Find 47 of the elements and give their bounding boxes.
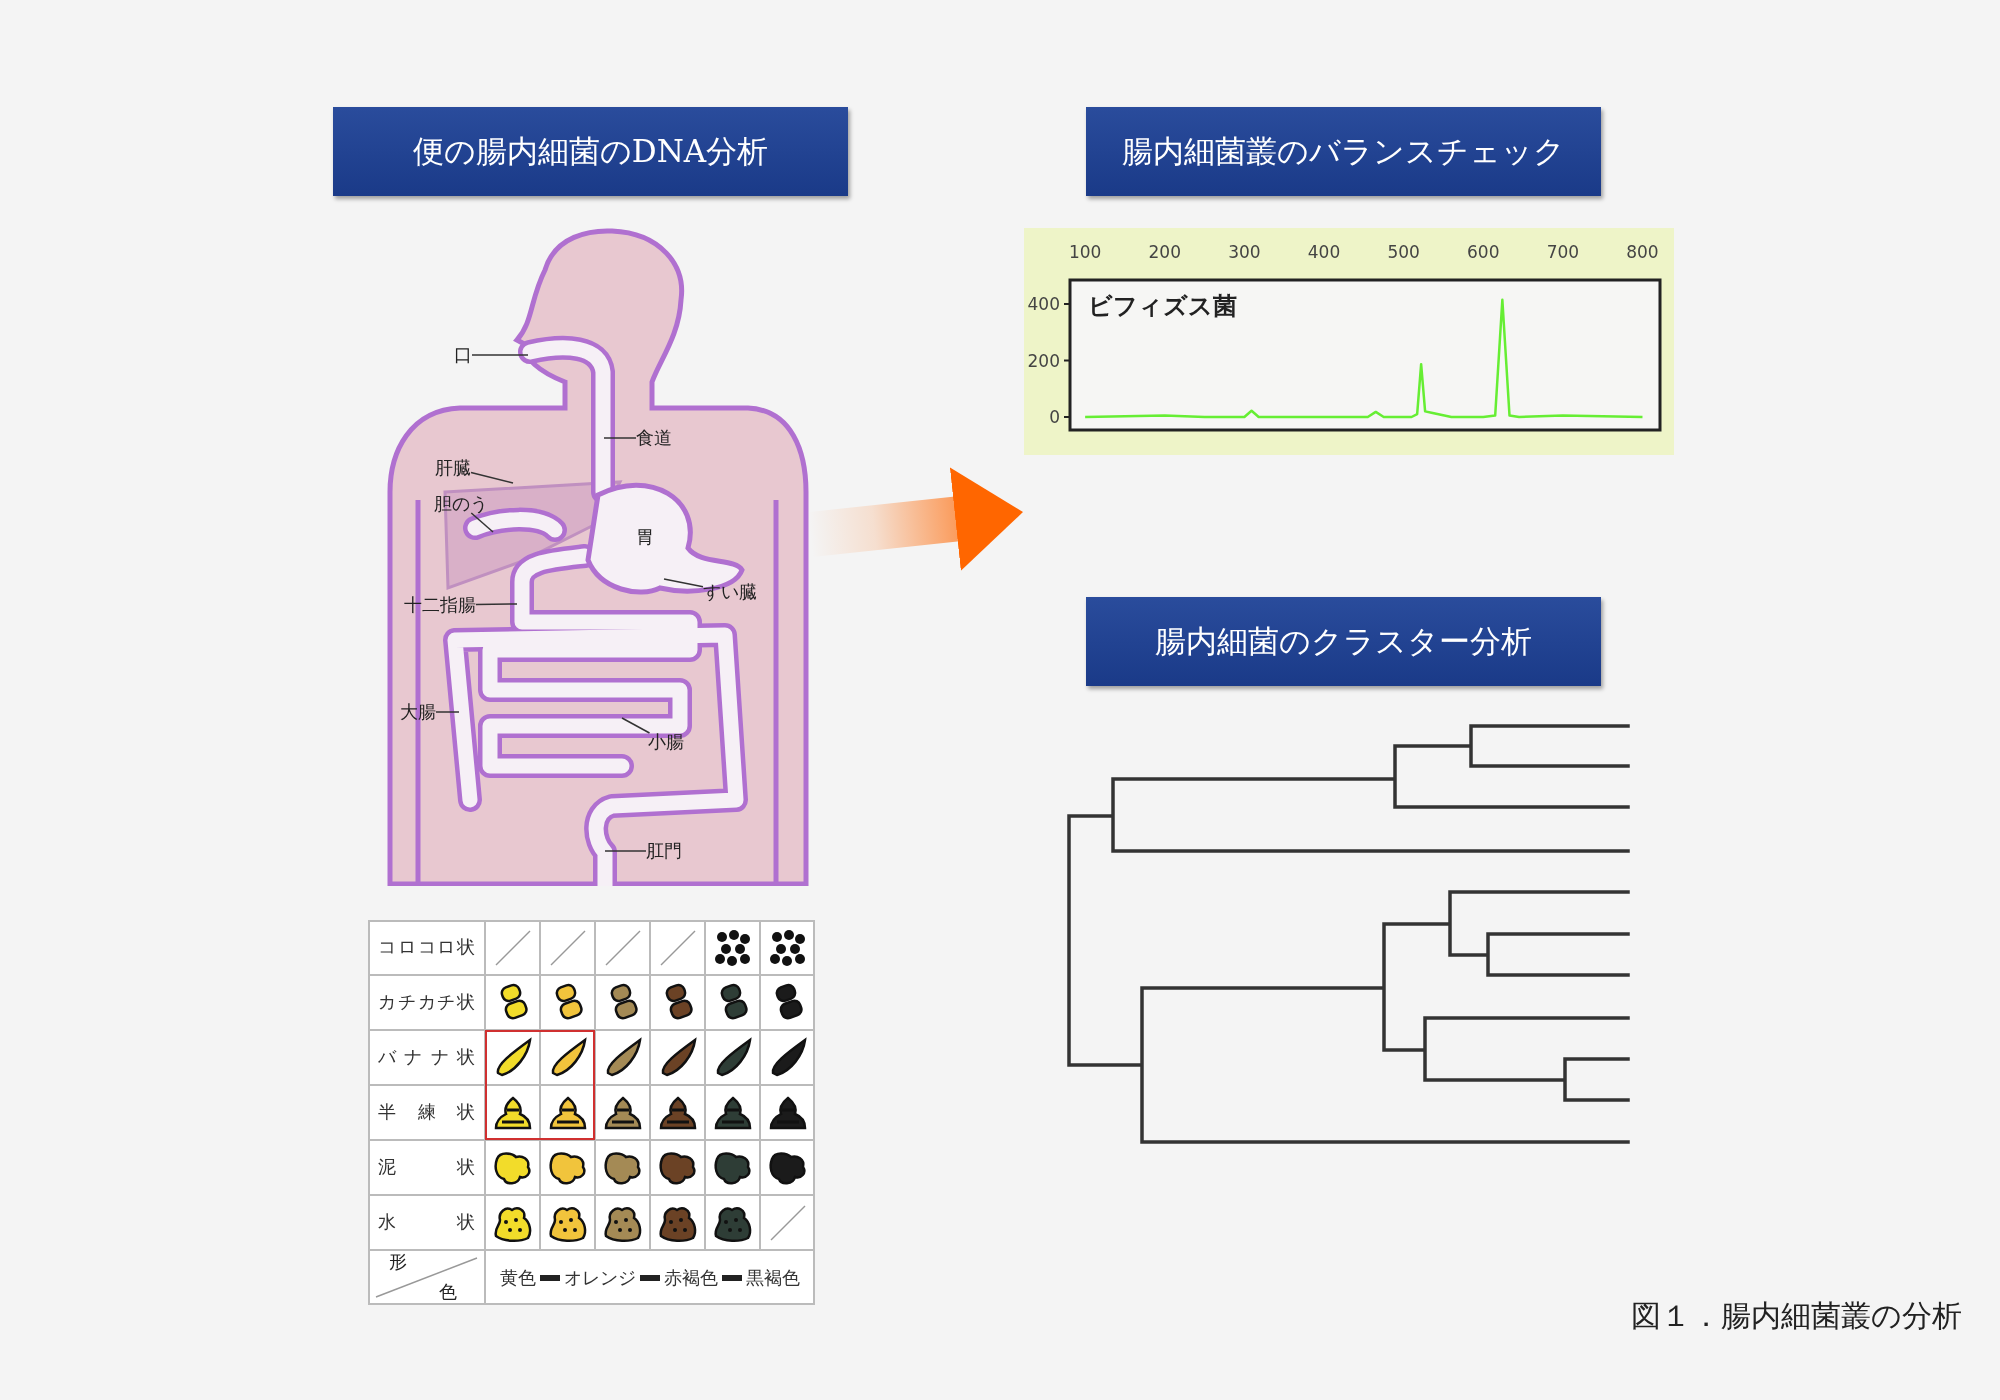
column-label: オレンジ [564, 1265, 636, 1290]
leader-line [621, 717, 651, 734]
tick-label: 600 [1467, 243, 1500, 261]
part-label: すい臓 [703, 583, 757, 601]
tick-label: 200 [1027, 352, 1060, 369]
leader-line [471, 354, 529, 356]
tick-label: 800 [1626, 243, 1659, 261]
leader-line [603, 437, 637, 439]
leader-line [475, 603, 518, 606]
tick-label: 0 [1049, 408, 1060, 426]
section-header: 腸内細菌のクラスター分析 [1086, 597, 1601, 686]
column-label: 黒褐色 [746, 1265, 800, 1290]
leader-line [470, 471, 514, 484]
tick-label: 700 [1546, 243, 1580, 261]
row-label: コロコロ状 [378, 938, 475, 956]
leader-line [604, 850, 647, 852]
row-label: 半練状 [378, 1103, 475, 1121]
part-label: 食道 [636, 429, 672, 447]
tick-label: 400 [1307, 243, 1341, 261]
chart-annotation: ビフィズス菌 [1088, 294, 1237, 318]
tick-label: 200 [1148, 243, 1181, 261]
row-label: 泥状 [378, 1158, 475, 1176]
part-label: 口 [454, 346, 472, 364]
column-label: 黄色 [500, 1265, 536, 1290]
part-label: 大腸 [400, 703, 436, 721]
organ-label: 胃 [636, 528, 654, 546]
part-label: 肝臓 [435, 459, 471, 477]
row-label: カチカチ状 [378, 993, 475, 1011]
row-label: バナナ状 [378, 1048, 475, 1066]
part-label: 十二指腸 [404, 596, 476, 614]
column-label: 赤褐色 [664, 1265, 718, 1290]
tick-label: 100 [1068, 243, 1102, 261]
section-header: 腸内細菌叢のバランスチェック [1086, 107, 1601, 196]
part-label: 肛門 [646, 842, 682, 860]
part-label: 小腸 [648, 733, 684, 751]
tick-label: 500 [1387, 243, 1420, 261]
tick-label: 300 [1228, 243, 1261, 261]
axis-label: 形 [389, 1253, 407, 1271]
figure-caption: 図１．腸内細菌叢の分析 [1631, 1297, 1962, 1335]
leader-line [435, 711, 460, 713]
leader-line [470, 512, 494, 533]
axis-label: 色 [439, 1283, 457, 1301]
part-label: 胆のう [434, 495, 488, 513]
tick-label: 400 [1027, 295, 1060, 313]
leader-line [663, 578, 704, 588]
row-label: 水状 [378, 1213, 475, 1231]
section-header: 便の腸内細菌のDNA分析 [333, 107, 848, 196]
